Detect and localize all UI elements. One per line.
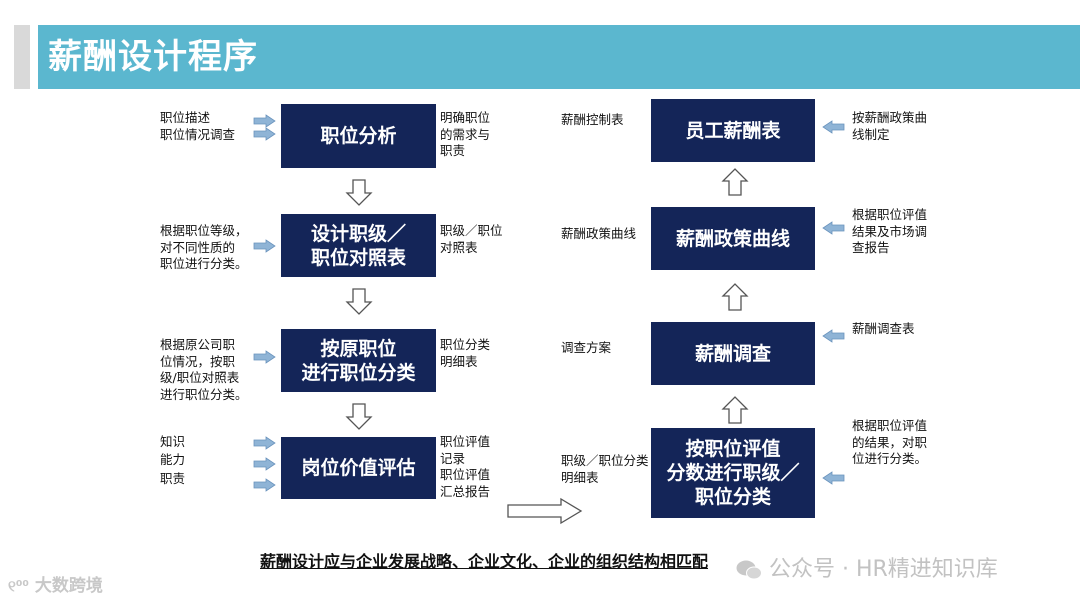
wechat-icon xyxy=(736,559,762,581)
box-grade-by-score: 按职位评值 分数进行职级／ 职位分类 xyxy=(651,428,815,518)
label-grade-detail-table: 职级／职位分类 明细表 xyxy=(561,453,649,485)
up-arrow-icon xyxy=(721,396,749,424)
down-arrow-icon xyxy=(345,403,373,430)
transition-right-arrow-icon xyxy=(507,497,583,525)
label-grade-table-inputs: 根据职位等级， 对不同性质的 职位进行分类。 xyxy=(160,223,248,271)
label-evaluation-market-input: 根据职位评值 结果及市场调 查报告 xyxy=(852,207,928,255)
label-input-knowledge: 知识 xyxy=(160,434,186,449)
down-arrow-icon xyxy=(345,179,373,206)
input-arrow-icon xyxy=(822,471,845,485)
label-input-ability: 能力 xyxy=(160,452,186,467)
title-bar xyxy=(38,25,1080,89)
box-classify-by-original: 按原职位 进行职位分类 xyxy=(281,329,436,392)
label-input-duty: 职责 xyxy=(160,471,186,486)
box-job-analysis: 职位分析 xyxy=(281,104,436,168)
label-policy-based-input: 按薪酬政策曲 线制定 xyxy=(852,110,928,142)
input-arrow-icon xyxy=(253,478,276,492)
watermark-right-text: 公众号 · HR精进知识库 xyxy=(769,557,998,582)
input-arrow-icon xyxy=(253,127,276,141)
label-salary-control-table: 薪酬控制表 xyxy=(561,112,624,127)
input-arrow-icon xyxy=(822,329,845,343)
input-arrow-icon xyxy=(253,457,276,471)
label-job-analysis-inputs: 职位描述 职位情况调查 xyxy=(160,110,236,142)
input-arrow-icon xyxy=(253,436,276,450)
up-arrow-icon xyxy=(721,283,749,311)
label-salary-policy-curve: 薪酬政策曲线 xyxy=(561,226,637,241)
watermark-left-text: 大数跨境 xyxy=(34,576,103,596)
box-salary-survey: 薪酬调查 xyxy=(651,322,815,385)
box-salary-policy-curve: 薪酬政策曲线 xyxy=(651,207,815,270)
input-arrow-icon xyxy=(822,120,845,134)
watermark-logo-icon: ୧⁰⁰ xyxy=(8,577,29,595)
input-arrow-icon xyxy=(253,239,276,253)
down-arrow-icon xyxy=(345,288,373,315)
label-classify-inputs: 根据原公司职 位情况，按职 级/职位对照表 进行职位分类。 xyxy=(160,337,248,402)
up-arrow-icon xyxy=(721,168,749,196)
watermark-left: ୧⁰⁰ 大数跨境 xyxy=(8,571,103,596)
box-design-grade-table: 设计职级／ 职位对照表 xyxy=(281,214,436,277)
input-arrow-icon xyxy=(822,221,845,235)
input-arrow-icon xyxy=(253,350,276,364)
label-classify-output: 职位分类 明细表 xyxy=(440,337,491,369)
box-employee-salary-table: 员工薪酬表 xyxy=(651,99,815,162)
label-job-analysis-output: 明确职位 的需求与 职责 xyxy=(440,110,491,158)
footer-note: 薪酬设计应与企业发展战略、企业文化、企业的组织结构相匹配 xyxy=(260,552,709,571)
page-title: 薪酬设计程序 xyxy=(48,37,258,77)
title-accent-bar xyxy=(14,25,30,89)
label-survey-table-input: 薪酬调查表 xyxy=(852,321,915,336)
label-survey-plan: 调查方案 xyxy=(561,340,612,355)
label-evaluation-output: 职位评值 记录 职位评值 汇总报告 xyxy=(440,434,491,499)
label-evaluation-result-input: 根据职位评值 的结果，对职 位进行分类。 xyxy=(852,418,928,466)
watermark-right: 公众号 · HR精进知识库 xyxy=(736,551,998,583)
input-arrow-icon xyxy=(253,114,276,128)
label-grade-table-output: 职级／职位 对照表 xyxy=(440,223,503,255)
box-job-evaluation: 岗位价值评估 xyxy=(281,437,436,499)
